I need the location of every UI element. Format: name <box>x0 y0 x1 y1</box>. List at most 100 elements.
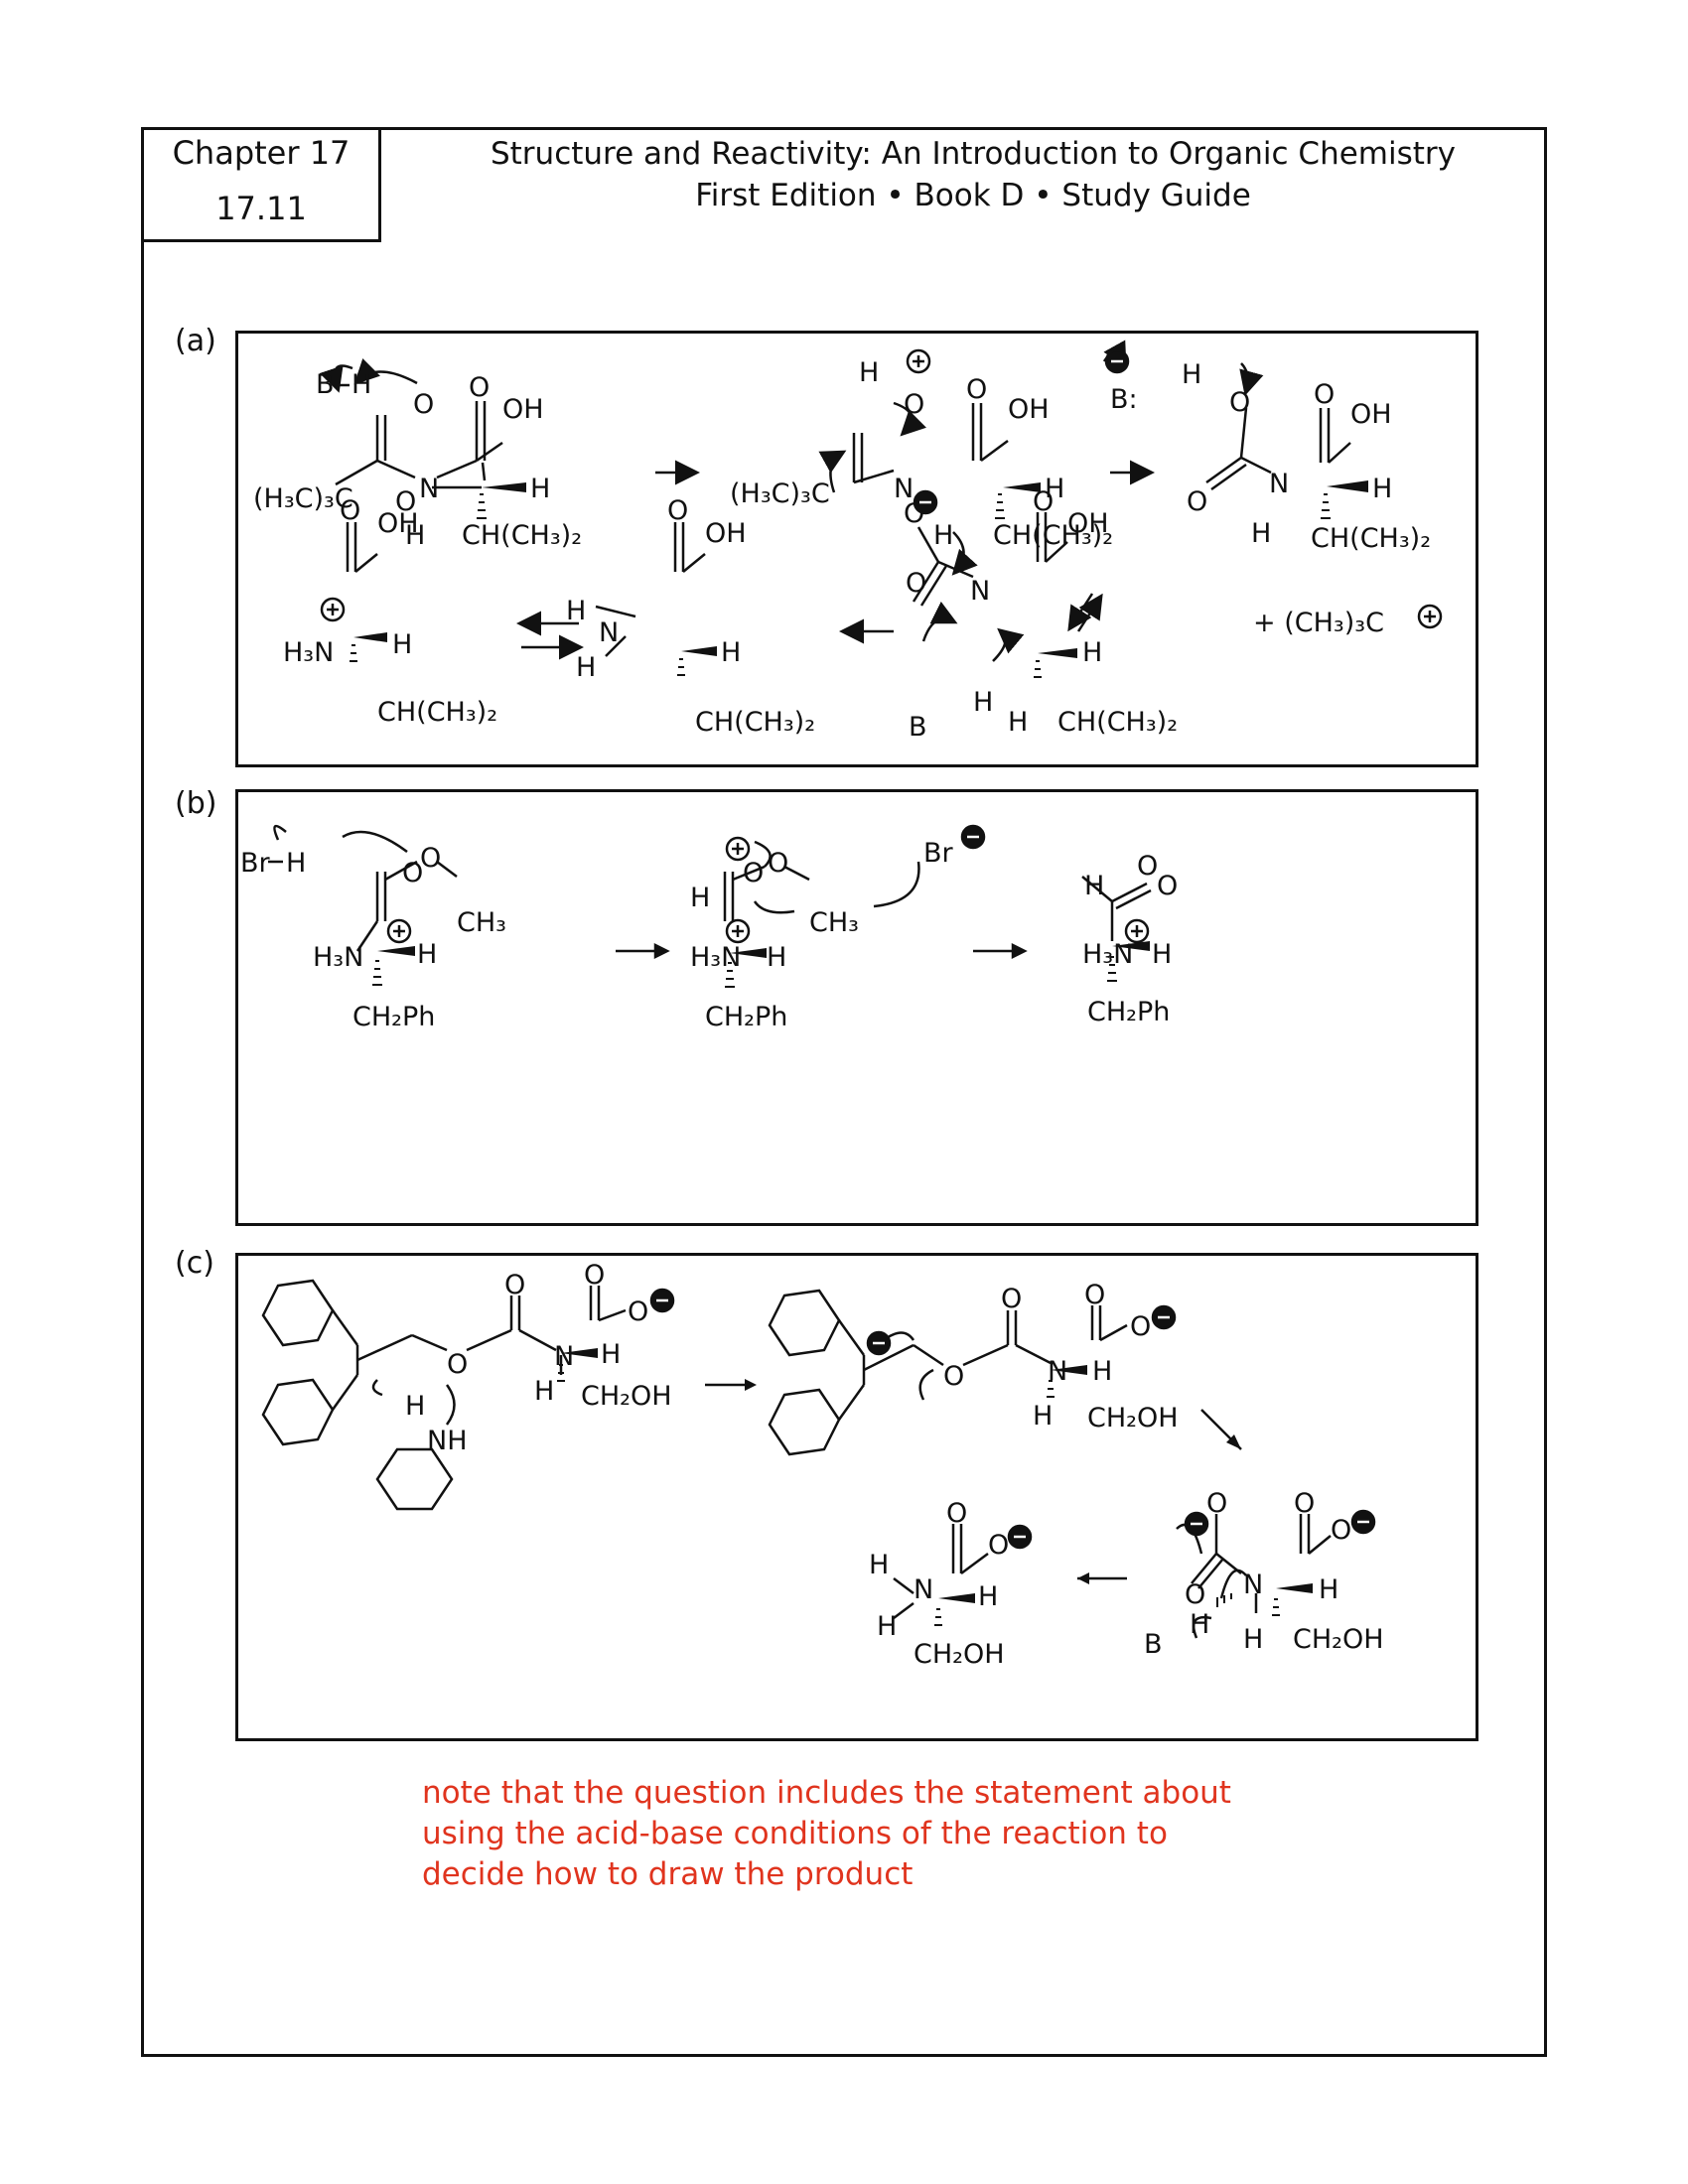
isopropyl-group: CH(CH₃)₂ <box>462 520 582 551</box>
part-b-mechanism: Br H O O CH₃ H₃N H CH₂Ph H O O CH₃ H₃N H… <box>240 824 1178 1032</box>
carboxylate-oxygen-2: O <box>1130 1311 1151 1342</box>
carbamate-nitrogen-3: N <box>1243 1570 1263 1600</box>
ester-carbonyl-oxygen: O <box>402 858 423 888</box>
base-lone-pair: B: <box>1110 384 1138 415</box>
protonated-oxygen: O <box>904 389 924 420</box>
protonated-h: H <box>859 357 879 388</box>
alpha-hydrogen: H <box>417 939 437 970</box>
carboxylate-oxygen: O <box>628 1297 648 1327</box>
base-label-4: B <box>909 712 927 743</box>
alpha-hydrogen-2: H <box>767 942 786 973</box>
hydroxyl-label-6: OH <box>377 508 419 539</box>
base-label: B <box>316 369 335 400</box>
carbamate-carbonyl-oxygen-3: O <box>1206 1488 1227 1519</box>
isopropyl-group-2: CH(CH₃)₂ <box>993 520 1113 551</box>
carbamate-carbonyl-oxygen-2: O <box>1001 1284 1022 1314</box>
nh-hydrogen-2: H <box>933 520 953 551</box>
alpha-hydrogen: H <box>601 1339 621 1370</box>
acid-carbonyl-oxygen: O <box>469 372 490 403</box>
part-c-label: (c) <box>175 1246 214 1281</box>
hydroxyl-label-3: OH <box>1350 399 1392 430</box>
page-frame <box>141 127 1547 2057</box>
carbonyl-oxygen: O <box>413 389 434 420</box>
hydrogen-label-3: H <box>1182 359 1201 390</box>
nitrogen-label-5: N <box>599 617 619 648</box>
nitrogen-label: N <box>419 474 439 504</box>
carbamic-oxygen: O <box>1229 387 1250 418</box>
acid-carbonyl-oxygen-3: O <box>1314 379 1335 410</box>
alpha-hydrogen-2: H <box>1092 1356 1112 1387</box>
carboxylate-oxygen-4: O <box>988 1530 1009 1561</box>
carbonyl-oxygen: O <box>1157 871 1178 901</box>
alpha-hydrogen-5: H <box>721 637 741 668</box>
carbamate-oxygen-3: O <box>1185 1579 1205 1610</box>
hydroxymethyl-group-3: CH₂OH <box>1293 1624 1384 1655</box>
benzyl-group-3: CH₂Ph <box>1087 997 1170 1027</box>
alpha-hydrogen-3: H <box>1372 474 1392 504</box>
hydroxyl-label-4: OH <box>1067 508 1109 539</box>
hbr-hydrogen: H <box>286 848 306 879</box>
isopropyl-group-6: CH(CH₃)₂ <box>377 697 497 728</box>
instructor-note: note that the question includes the stat… <box>422 1773 1316 1895</box>
isopropyl-group-3: CH(CH₃)₂ <box>1311 523 1431 554</box>
carbamate-nitrogen-2: N <box>1048 1356 1067 1387</box>
acid-carbonyl-oxygen-2: O <box>966 374 987 405</box>
protonated-h: H <box>690 883 710 913</box>
methyl-group: CH₃ <box>457 907 506 938</box>
note-line1: note that the question includes the stat… <box>422 1775 1231 1811</box>
acid-carbonyl-oxygen-5: O <box>667 495 688 526</box>
nitrogen-label-2: N <box>894 474 914 504</box>
carbamate-nitrogen: N <box>554 1341 574 1372</box>
piperidine-nh: NH <box>427 1426 468 1456</box>
ammonium-group: H₃N <box>283 637 334 668</box>
hydroxymethyl-group-4: CH₂OH <box>914 1639 1005 1670</box>
carboxylate-carbonyl-oxygen-4: O <box>946 1498 967 1529</box>
acid-carbonyl-oxygen-4: O <box>1033 486 1054 517</box>
amine-nitrogen: N <box>914 1574 933 1605</box>
nh-hydrogen: H <box>405 520 425 551</box>
carboxylate-carbonyl-oxygen-3: O <box>1294 1488 1315 1519</box>
amine-hydrogen-1: H <box>566 596 586 626</box>
carbamate-oxygen-2: O <box>943 1361 964 1392</box>
hydroxyl-label: OH <box>502 394 544 425</box>
acid-carbonyl-oxygen-6: O <box>340 495 360 526</box>
transferring-hydrogen: H <box>1190 1609 1209 1640</box>
book-title: Structure and Reactivity: An Introductio… <box>437 133 1509 216</box>
tbutyl-group-2: (H₃C)₃C <box>730 478 830 509</box>
nh-hydrogen: H <box>534 1376 554 1407</box>
hbr-bromine: Br <box>240 848 271 879</box>
part-c-panel: H O O N O O H H CH₂OH NH O O N O O H H C… <box>235 1253 1478 1741</box>
carbonyl-oxygen-3: O <box>1187 486 1207 517</box>
note-line2: using the acid-base conditions of the re… <box>422 1816 1168 1851</box>
acid-oxygen: O <box>1137 851 1158 882</box>
nh-hydrogen-4: H <box>1008 707 1028 738</box>
nh-hydrogen-2: H <box>1033 1401 1053 1432</box>
benzyl-group: CH₂Ph <box>352 1002 435 1032</box>
carbamate-oxygen: O <box>447 1349 468 1380</box>
ammonium-group-2: H₃N <box>690 942 741 973</box>
chapter-box: Chapter 17 17.11 <box>141 127 381 242</box>
ester-oxygen: O <box>420 843 441 874</box>
hydroxymethyl-group-2: CH₂OH <box>1087 1403 1179 1433</box>
nh-hydrogen-3: H <box>1251 518 1271 549</box>
carboxylate-oxygen: O <box>906 568 926 599</box>
alpha-hydrogen: H <box>530 474 550 504</box>
ester-oxygen: O <box>395 486 416 517</box>
carboxylate-carbonyl-oxygen-2: O <box>1084 1280 1105 1310</box>
hydroxyl-label-5: OH <box>705 518 747 549</box>
book-title-line1: Structure and Reactivity: An Introductio… <box>490 136 1457 172</box>
part-a-label: (a) <box>175 324 216 358</box>
bromide-ion: Br <box>923 838 954 869</box>
book-title-line2: First Edition • Book D • Study Guide <box>695 178 1251 213</box>
part-b-label: (b) <box>175 786 217 821</box>
ammonium-group-3: H₃N <box>1082 939 1133 970</box>
benzyl-group-2: CH₂Ph <box>705 1002 787 1032</box>
alpha-hydrogen-4: H <box>978 1581 998 1612</box>
amine-hydrogen-2: H <box>877 1611 897 1642</box>
tbutyl-group: (H₃C)₃C <box>253 483 353 514</box>
part-a-mechanism: B H O (H₃C)₃C O N O OH H H CH(CH₃)₂ H O … <box>253 340 1443 743</box>
ammonium-group: H₃N <box>313 942 363 973</box>
part-a-panel: B H O (H₃C)₃C O N O OH H H CH(CH₃)₂ H O … <box>235 331 1478 767</box>
chapter-label: Chapter 17 <box>172 134 351 172</box>
transferring-hydrogen: H <box>973 687 993 718</box>
